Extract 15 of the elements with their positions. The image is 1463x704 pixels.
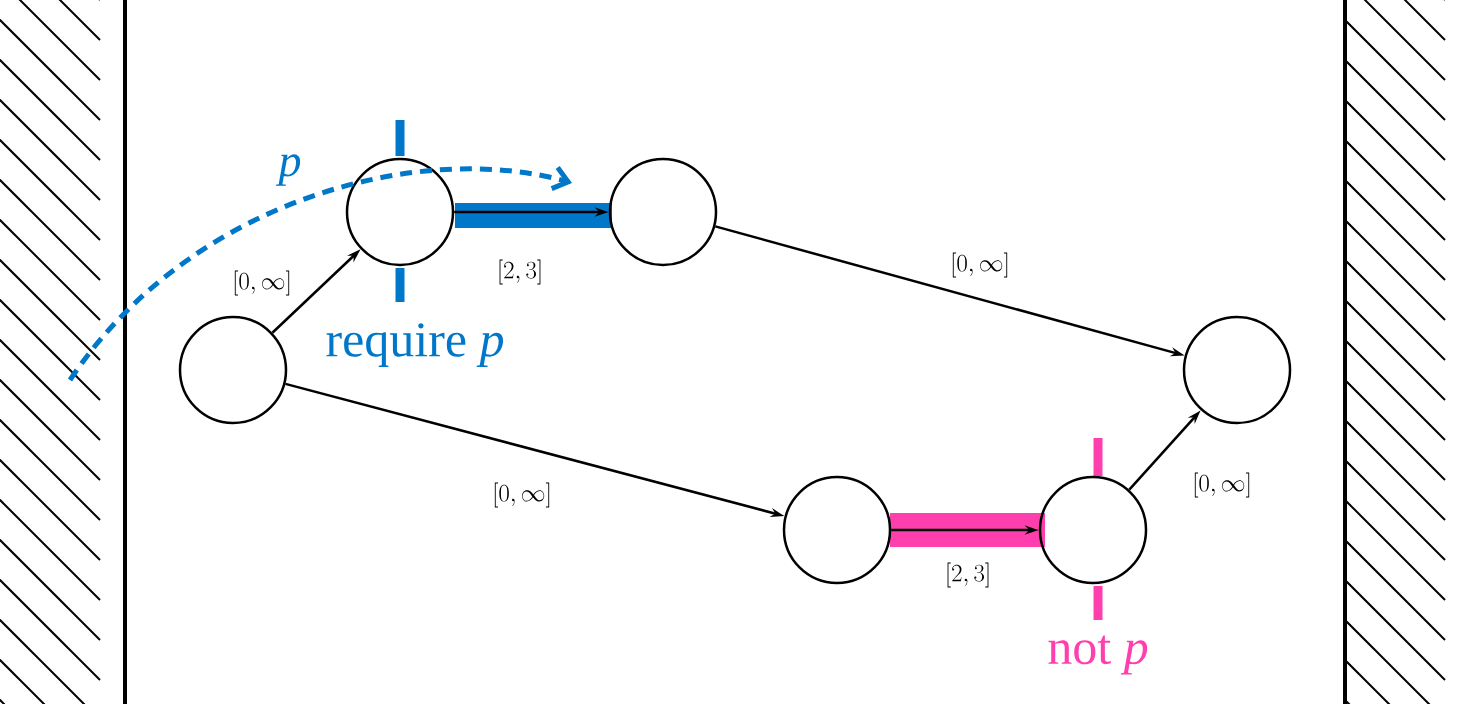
edge-label: $[2,3]$ [499,259,541,285]
annotation-text: not p [1048,635,1148,675]
state-circle [345,157,455,267]
annotation-text: p [275,154,301,186]
annotation-text: require p [326,323,503,367]
edge-label: $[0,\infty]$ [952,252,1008,278]
state-circle [1182,315,1292,425]
edge-label: $[0,\infty]$ [234,270,290,296]
edge-label: $[0,\infty]$ [494,482,550,508]
edge-label: $[0,\infty]$ [1194,472,1250,498]
state-circle [1038,475,1148,585]
state-circle [782,475,892,585]
state-circle [178,315,288,425]
state-circle [608,157,718,267]
edge-label: $[2,3]$ [947,562,989,588]
